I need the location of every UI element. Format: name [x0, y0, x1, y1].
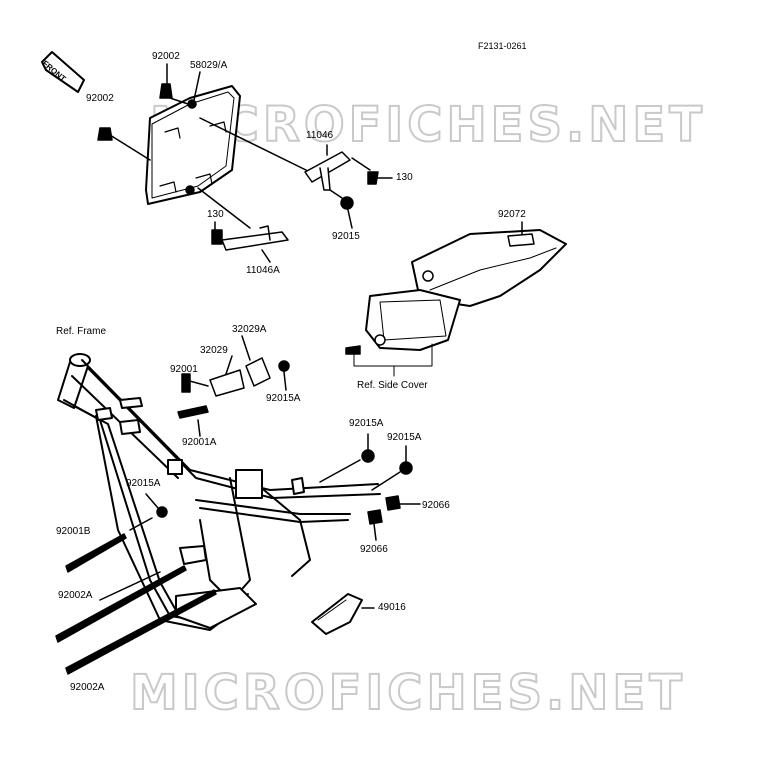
label-92015A-3: 92015A [387, 432, 422, 443]
cap-92066-bottom [367, 509, 383, 525]
label-92015A-4: 92015A [126, 478, 161, 489]
label-11046A: 11046A [246, 265, 280, 276]
nut-92015A-1 [278, 360, 290, 372]
label-92066-bottom: 92066 [360, 544, 388, 555]
watermark-top: MICROFICHES.NET [149, 97, 706, 153]
bolt-92002A-1 [55, 565, 187, 643]
label-92002A-1: 92002A [58, 590, 93, 601]
cap-92066-right [385, 495, 401, 511]
label-32029: 32029 [200, 345, 228, 356]
bolt-92002-top [159, 83, 173, 99]
nut-92015A-3 [399, 461, 413, 475]
nut-92015A-4 [156, 506, 168, 518]
bolt-92002A-2 [65, 589, 217, 675]
label-92066-right: 92066 [422, 500, 450, 511]
figure-code: F2131-0261 [478, 41, 527, 51]
bolt-130-left [211, 229, 223, 245]
bracket-11046A [221, 225, 289, 251]
bracket-11046 [304, 144, 351, 191]
guard-49016 [311, 593, 363, 635]
nut-92015A-2 [361, 449, 375, 463]
label-ref-side-cover: Ref. Side Cover [357, 380, 428, 391]
bolt-92001A [177, 405, 209, 419]
label-58029A: 58029/A [190, 60, 228, 71]
motorcycle-frame [57, 353, 381, 631]
label-11046: 11046 [306, 130, 334, 141]
label-92001: 92001 [170, 364, 198, 375]
bracket-32029 [209, 357, 271, 397]
front-arrow-icon [41, 51, 85, 93]
label-130-right: 130 [396, 172, 413, 183]
watermark-bottom: MICROFICHES.NET [129, 665, 686, 721]
bolt-92002-left [97, 127, 113, 141]
bracket-92072 [507, 233, 535, 247]
label-92002A-2: 92002A [70, 682, 105, 693]
label-130-left: 130 [207, 209, 224, 220]
label-92001A: 92001A [182, 437, 217, 448]
label-92072: 92072 [498, 209, 526, 220]
label-ref-frame: Ref. Frame [56, 326, 107, 337]
side-cover-plate [145, 85, 241, 205]
label-92015: 92015 [332, 231, 360, 242]
label-92015A-1: 92015A [266, 393, 301, 404]
bolt-130-right [367, 171, 379, 185]
label-92002-top: 92002 [152, 51, 180, 62]
label-92002-left: 92002 [86, 93, 114, 104]
label-49016: 49016 [378, 602, 406, 613]
label-92015A-2: 92015A [349, 418, 384, 429]
side-cover-assembly [345, 229, 567, 355]
label-92001B: 92001B [56, 526, 91, 537]
bolt-92001 [181, 373, 191, 393]
label-32029A: 32029A [232, 324, 267, 335]
bolt-92001B [65, 533, 127, 573]
